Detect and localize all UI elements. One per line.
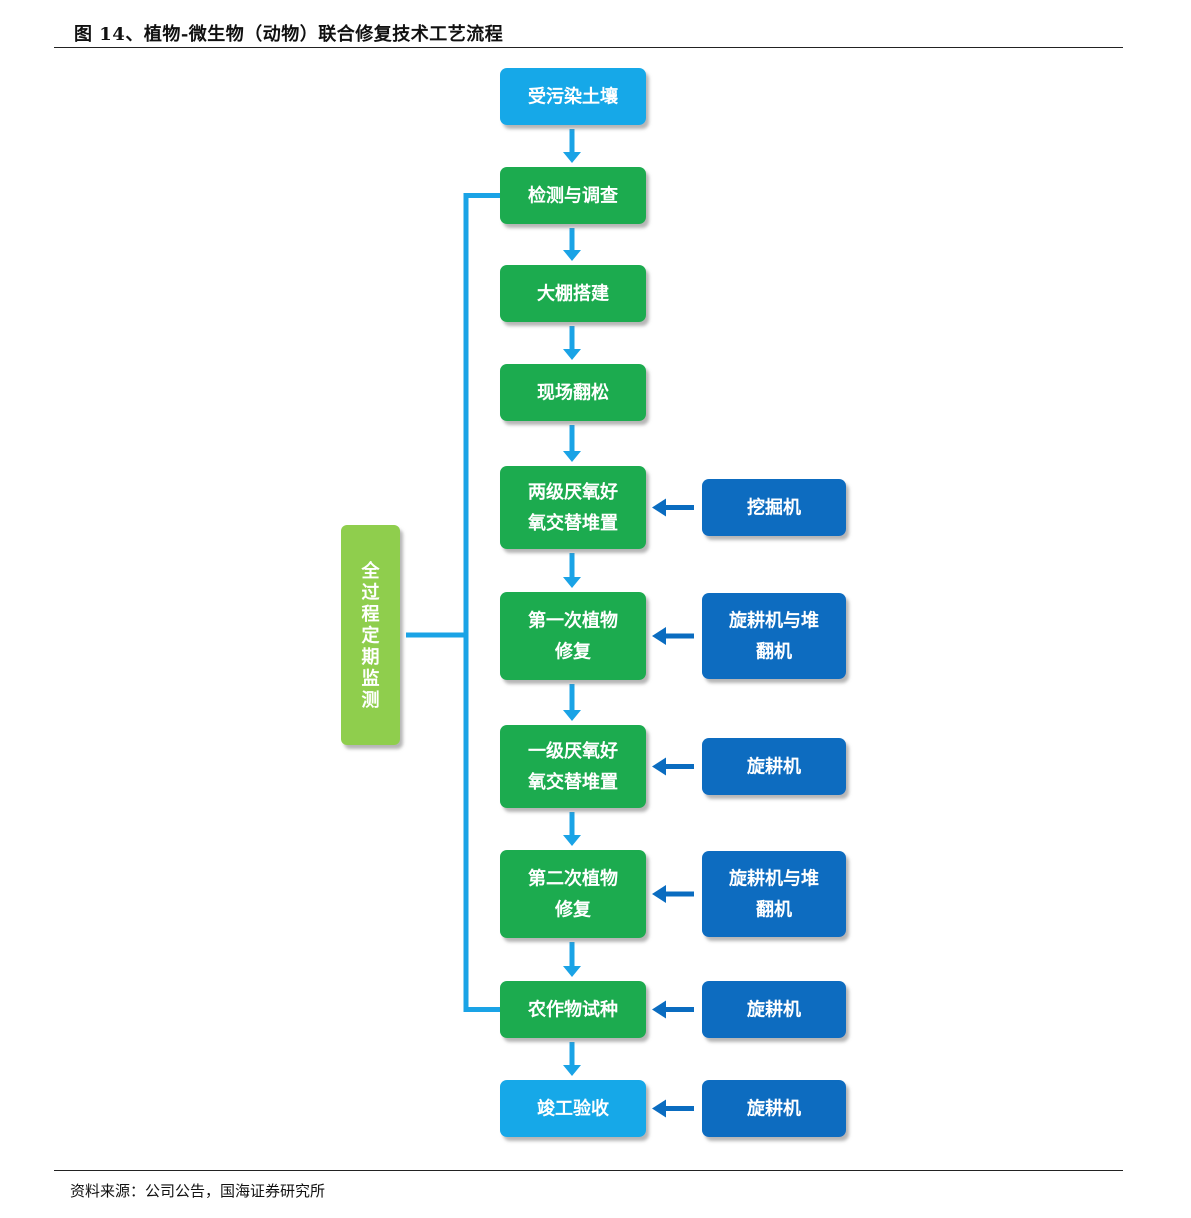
equipment-arrow-5 xyxy=(652,498,694,517)
step-box-7-label: 氧交替堆置 xyxy=(527,771,618,793)
equipment-box-7-shape xyxy=(702,738,846,795)
equipment-box-6-shape xyxy=(702,593,846,679)
step-box-7-shape xyxy=(500,725,646,808)
equipment-arrow-6 xyxy=(652,627,694,645)
equipment-arrow-8 xyxy=(652,885,694,903)
flow-arrow-2 xyxy=(563,228,581,261)
step-box-2-label: 检测与调查 xyxy=(528,185,618,207)
step-box-3-shape xyxy=(500,265,646,322)
step-box-10: 竣工验收 xyxy=(500,1080,646,1137)
equipment-box-8-shape xyxy=(702,851,846,937)
bottom-rule xyxy=(54,1170,1123,1171)
step-box-5-shape xyxy=(500,466,646,549)
equipment-arrow-10 xyxy=(652,1099,694,1118)
step-box-2: 检测与调查 xyxy=(500,167,646,224)
equipment-box-9-label: 旋耕机 xyxy=(746,999,801,1021)
step-box-7-label: 一级厌氧好 xyxy=(528,740,618,762)
step-box-10-shape xyxy=(500,1080,646,1137)
equipment-box-8-label: 翻机 xyxy=(756,899,792,921)
step-box-5-label: 氧交替堆置 xyxy=(527,512,618,534)
equipment-box-10-shape xyxy=(702,1080,846,1137)
step-box-10-label: 竣工验收 xyxy=(537,1098,609,1120)
step-box-6-shape xyxy=(500,592,646,680)
flow-arrow-4 xyxy=(563,425,581,462)
monitor-box-label: 全过程定期监测 xyxy=(361,560,381,711)
step-box-6-label: 修复 xyxy=(554,641,592,663)
equipment-box-10: 旋耕机 xyxy=(702,1080,846,1137)
monitor-box: 全过程定期监测 xyxy=(341,525,400,745)
step-box-1-label: 受污染土壤 xyxy=(528,86,619,108)
flow-arrow-8 xyxy=(563,942,581,977)
step-box-3: 大棚搭建 xyxy=(500,265,646,322)
equipment-box-7: 旋耕机 xyxy=(702,738,846,795)
step-box-4-label: 现场翻松 xyxy=(537,382,609,404)
flow-arrow-3 xyxy=(563,326,581,360)
equipment-box-9: 旋耕机 xyxy=(702,981,846,1038)
monitor-box-shape xyxy=(341,525,400,745)
flow-arrow-6 xyxy=(563,684,581,721)
step-box-9-label: 农作物试种 xyxy=(527,999,618,1021)
figure-title: 图 14、植物-微生物（动物）联合修复技术工艺流程 xyxy=(74,24,504,45)
step-box-6-label: 第一次植物 xyxy=(528,610,618,632)
source-note: 资料来源：公司公告，国海证券研究所 xyxy=(70,1182,326,1200)
equipment-box-8-label: 旋耕机与堆 xyxy=(728,868,819,890)
step-box-5-label: 两级厌氧好 xyxy=(528,481,618,503)
flow-arrow-1 xyxy=(563,129,581,163)
step-box-8-label: 第二次植物 xyxy=(528,868,618,890)
equipment-box-9-shape xyxy=(702,981,846,1038)
equipment-box-6-label: 旋耕机与堆 xyxy=(728,610,819,632)
arrows xyxy=(563,129,694,1118)
step-box-4: 现场翻松 xyxy=(500,364,646,421)
flow-arrow-5 xyxy=(563,553,581,588)
top-rule xyxy=(54,47,1123,48)
equipment-box-6-label: 翻机 xyxy=(756,641,792,663)
equipment-box-5-label: 挖掘机 xyxy=(747,497,801,519)
equipment-arrow-9 xyxy=(652,1000,694,1019)
equipment-box-7-label: 旋耕机 xyxy=(746,756,801,778)
boxes: 受污染土壤检测与调查大棚搭建现场翻松两级厌氧好氧交替堆置挖掘机第一次植物修复旋耕… xyxy=(341,68,846,1137)
step-box-9: 农作物试种 xyxy=(500,981,646,1038)
flow-arrow-9 xyxy=(563,1042,581,1076)
step-box-8-shape xyxy=(500,850,646,938)
equipment-box-10-label: 旋耕机 xyxy=(746,1098,801,1120)
equipment-box-5: 挖掘机 xyxy=(702,479,846,536)
step-box-9-shape xyxy=(500,981,646,1038)
flow-arrow-7 xyxy=(563,812,581,846)
step-box-3-label: 大棚搭建 xyxy=(537,283,609,305)
equipment-arrow-7 xyxy=(652,757,694,776)
step-box-4-shape xyxy=(500,364,646,421)
connectors xyxy=(406,193,500,1012)
equipment-box-5-shape xyxy=(702,479,846,536)
step-box-2-shape xyxy=(500,167,646,224)
step-box-8-label: 修复 xyxy=(554,899,592,921)
step-box-1: 受污染土壤 xyxy=(500,68,646,125)
step-box-1-shape xyxy=(500,68,646,125)
